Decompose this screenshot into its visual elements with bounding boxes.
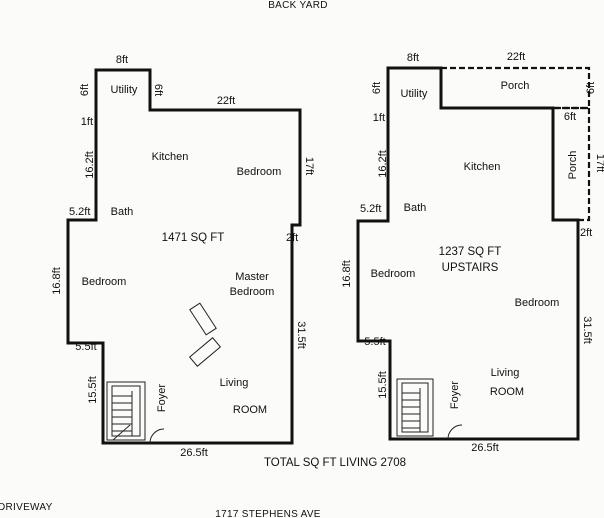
dim-inner-6ft: 6ft — [152, 84, 164, 96]
kitchen-label: Kitchen — [464, 161, 501, 173]
address-label: 1717 STEPHENS AVE — [215, 509, 321, 518]
dim-right-17ft: 17ft — [303, 157, 315, 175]
main-floor-outline — [66, 68, 302, 445]
utility-room-label: Utility — [111, 84, 138, 96]
couch-upper — [189, 302, 217, 336]
dim-porch-6ft: 6ft — [564, 111, 576, 123]
dim-right-31-5ft: 31.5ft — [295, 321, 307, 349]
dim-left-5-5ft: 5.5ft — [75, 341, 96, 353]
main-floor-stairs — [106, 381, 146, 441]
dim-left-5-2ft: 5.2ft — [69, 206, 90, 218]
upstairs-plan: Utility Porch Porch Kitchen Bath 1237 SQ… — [341, 51, 604, 454]
dim-right-2ft: 2ft — [286, 232, 298, 244]
main-floor-door-swing — [149, 428, 165, 444]
dim-top-22ft: 22ft — [507, 51, 525, 63]
bedroom-top-label: Bedroom — [237, 166, 282, 178]
utility-room-label: Utility — [401, 88, 428, 100]
porch-side-label: Porch — [567, 151, 579, 180]
driveway-label: DRIVEWAY — [0, 502, 53, 513]
master-bedroom-label: Bedroom — [230, 286, 275, 298]
dim-left-5-2ft: 5.2ft — [360, 203, 381, 215]
dim-bottom-26-5ft: 26.5ft — [471, 442, 499, 454]
kitchen-label: Kitchen — [152, 151, 189, 163]
total-sq-ft-label: TOTAL SQ FT LIVING 2708 — [264, 457, 406, 469]
dim-left-16-8ft: 16.8ft — [51, 267, 63, 295]
dim-right-31-5ft: 31.5ft — [581, 316, 593, 344]
foyer-label: Foyer — [449, 381, 461, 409]
dim-left-6ft: 6ft — [371, 82, 383, 94]
dim-left-16-2ft: 16.2ft — [377, 150, 389, 178]
area-label: 1471 SQ FT — [162, 232, 225, 244]
foyer-label: Foyer — [156, 384, 168, 412]
back-yard-label: BACK YARD — [268, 0, 328, 11]
area-label: 1237 SQ FT — [439, 246, 502, 258]
porch-top-outline — [441, 66, 591, 110]
dim-left-15-5ft: 15.5ft — [87, 376, 99, 404]
dim-right-2ft: 2ft — [580, 227, 592, 239]
master-label: Master — [235, 271, 269, 283]
dim-top-22ft: 22ft — [217, 95, 235, 107]
dim-left-16-8ft: 16.8ft — [341, 260, 353, 288]
dim-porch-17ft: 17ft — [594, 154, 604, 172]
dim-top-8ft: 8ft — [407, 52, 419, 64]
living-label: Living — [491, 367, 520, 379]
dim-left-5-5ft: 5.5ft — [364, 336, 385, 348]
bath-label: Bath — [111, 206, 134, 218]
couch-lower — [188, 337, 222, 367]
dim-top-8ft: 8ft — [116, 54, 128, 66]
dim-left-1ft: 1ft — [81, 116, 93, 128]
main-floor-plan: Utility Kitchen Bedroom Bath 1471 SQ FT … — [51, 54, 315, 459]
dim-left-1ft: 1ft — [373, 112, 385, 124]
dim-bottom-26-5ft: 26.5ft — [180, 447, 208, 459]
dim-right-6ft: 6ft — [585, 82, 597, 94]
living-label: Living — [220, 377, 249, 389]
upstairs-door-swing — [447, 424, 463, 440]
bedroom-right-label: Bedroom — [515, 297, 560, 309]
bath-label: Bath — [404, 202, 427, 214]
room-label: ROOM — [233, 404, 267, 416]
upstairs-label: UPSTAIRS — [442, 262, 499, 274]
room-label: ROOM — [490, 386, 524, 398]
porch-side-outline — [553, 106, 591, 222]
bedroom-left-label: Bedroom — [371, 268, 416, 280]
porch-top-label: Porch — [501, 80, 530, 92]
upstairs-stairs — [396, 378, 434, 437]
dim-left-6ft: 6ft — [79, 84, 91, 96]
bedroom-left-label: Bedroom — [82, 276, 127, 288]
dim-left-16-2ft: 16.2ft — [84, 151, 96, 179]
dim-left-15-5ft: 15.5ft — [377, 371, 389, 399]
